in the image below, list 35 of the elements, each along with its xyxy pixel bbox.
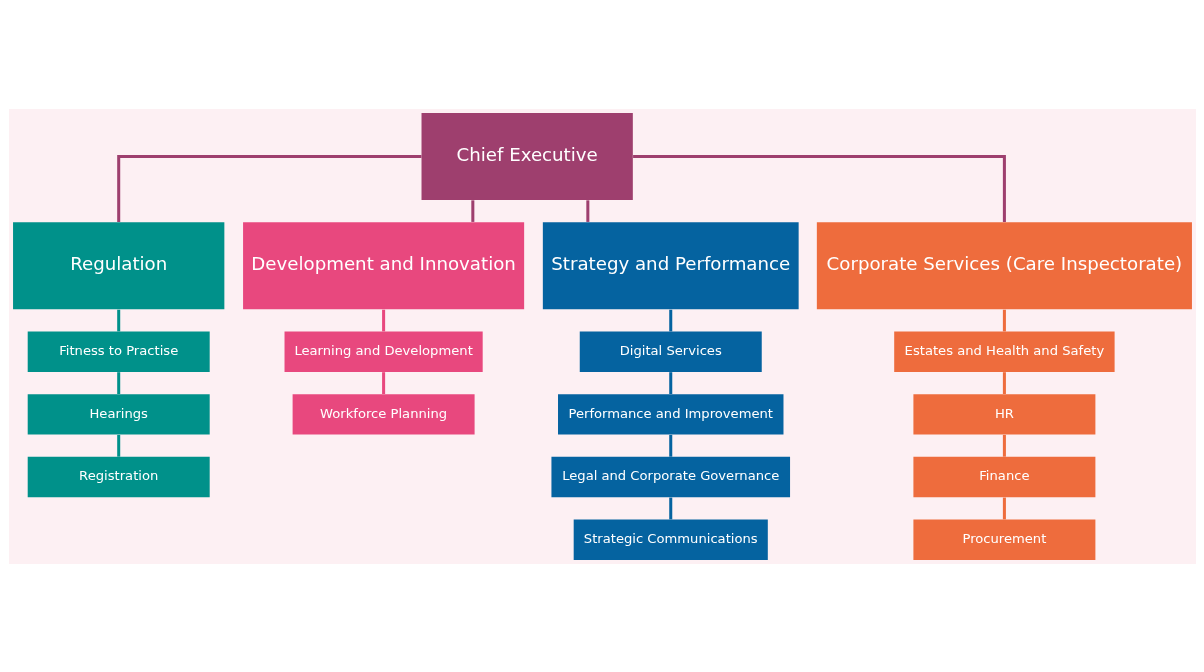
connector — [116, 371, 120, 394]
connector — [1002, 371, 1006, 394]
node-box: Regulation — [12, 221, 224, 309]
connector — [116, 309, 120, 331]
node-box: Performance and Improvement — [557, 393, 783, 435]
node-box: Strategic Communications — [573, 519, 768, 560]
node-box: Registration — [27, 456, 210, 497]
node-box: Estates and Health and Safety — [893, 330, 1115, 372]
connector — [668, 371, 672, 394]
connector — [470, 199, 474, 222]
node-box: Workforce Planning — [292, 393, 475, 435]
node-box: Digital Services — [579, 330, 762, 372]
connector — [668, 434, 672, 457]
connector — [116, 154, 421, 222]
node-box: Hearings — [27, 393, 210, 435]
connector — [585, 199, 589, 222]
connector — [116, 434, 120, 457]
node-box: Fitness to Practise — [27, 330, 210, 372]
node-box: Strategy and Performance — [542, 221, 799, 309]
connector — [632, 154, 1006, 222]
node-box: Learning and Development — [284, 330, 483, 372]
connector — [1002, 309, 1006, 331]
node-box: Legal and Corporate Governance — [550, 456, 790, 497]
node-box: Finance — [912, 456, 1095, 497]
connector — [381, 309, 385, 331]
node-box: Chief Executive — [421, 112, 633, 200]
node-box: HR — [912, 393, 1095, 435]
node-box: Procurement — [912, 519, 1095, 560]
connector — [1002, 434, 1006, 457]
node-box: Corporate Services (Care Inspectorate) — [816, 221, 1192, 309]
connector — [381, 371, 385, 394]
connector — [668, 309, 672, 331]
node-box: Development and Innovation — [242, 221, 524, 309]
connector — [1002, 497, 1006, 519]
connector — [668, 497, 672, 519]
